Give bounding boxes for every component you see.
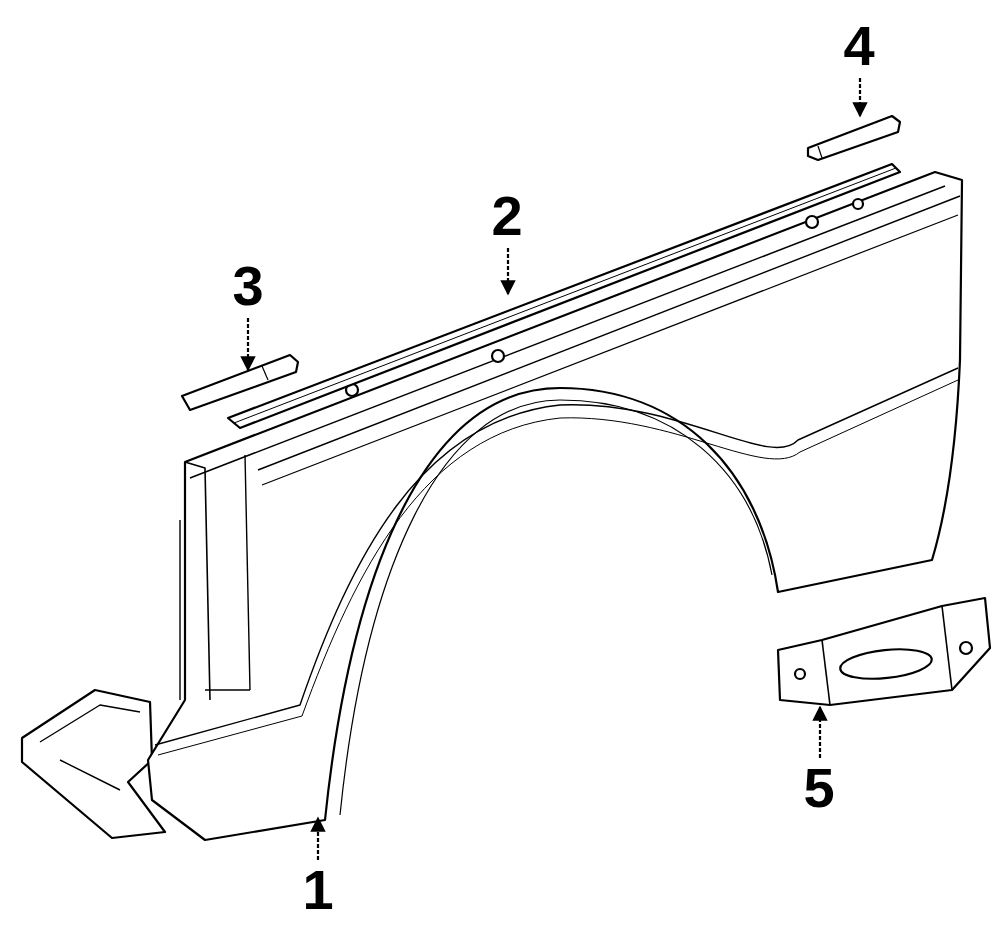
end-cap bbox=[808, 116, 900, 160]
callout-number: 5 bbox=[803, 760, 834, 816]
leader-line bbox=[859, 78, 861, 116]
callout-number: 1 bbox=[302, 862, 333, 918]
leader-line bbox=[507, 248, 509, 294]
leader-line bbox=[317, 818, 319, 860]
callout-number: 3 bbox=[232, 258, 263, 314]
callout-number: 2 bbox=[491, 188, 522, 244]
leader-line bbox=[247, 318, 249, 370]
molding-strip bbox=[228, 164, 900, 428]
end-cap bbox=[182, 355, 298, 410]
fender-panel bbox=[148, 172, 962, 840]
leader-line bbox=[819, 707, 821, 758]
callout-number: 4 bbox=[843, 18, 874, 74]
bracket bbox=[778, 598, 990, 705]
nose-bracket bbox=[22, 690, 165, 838]
